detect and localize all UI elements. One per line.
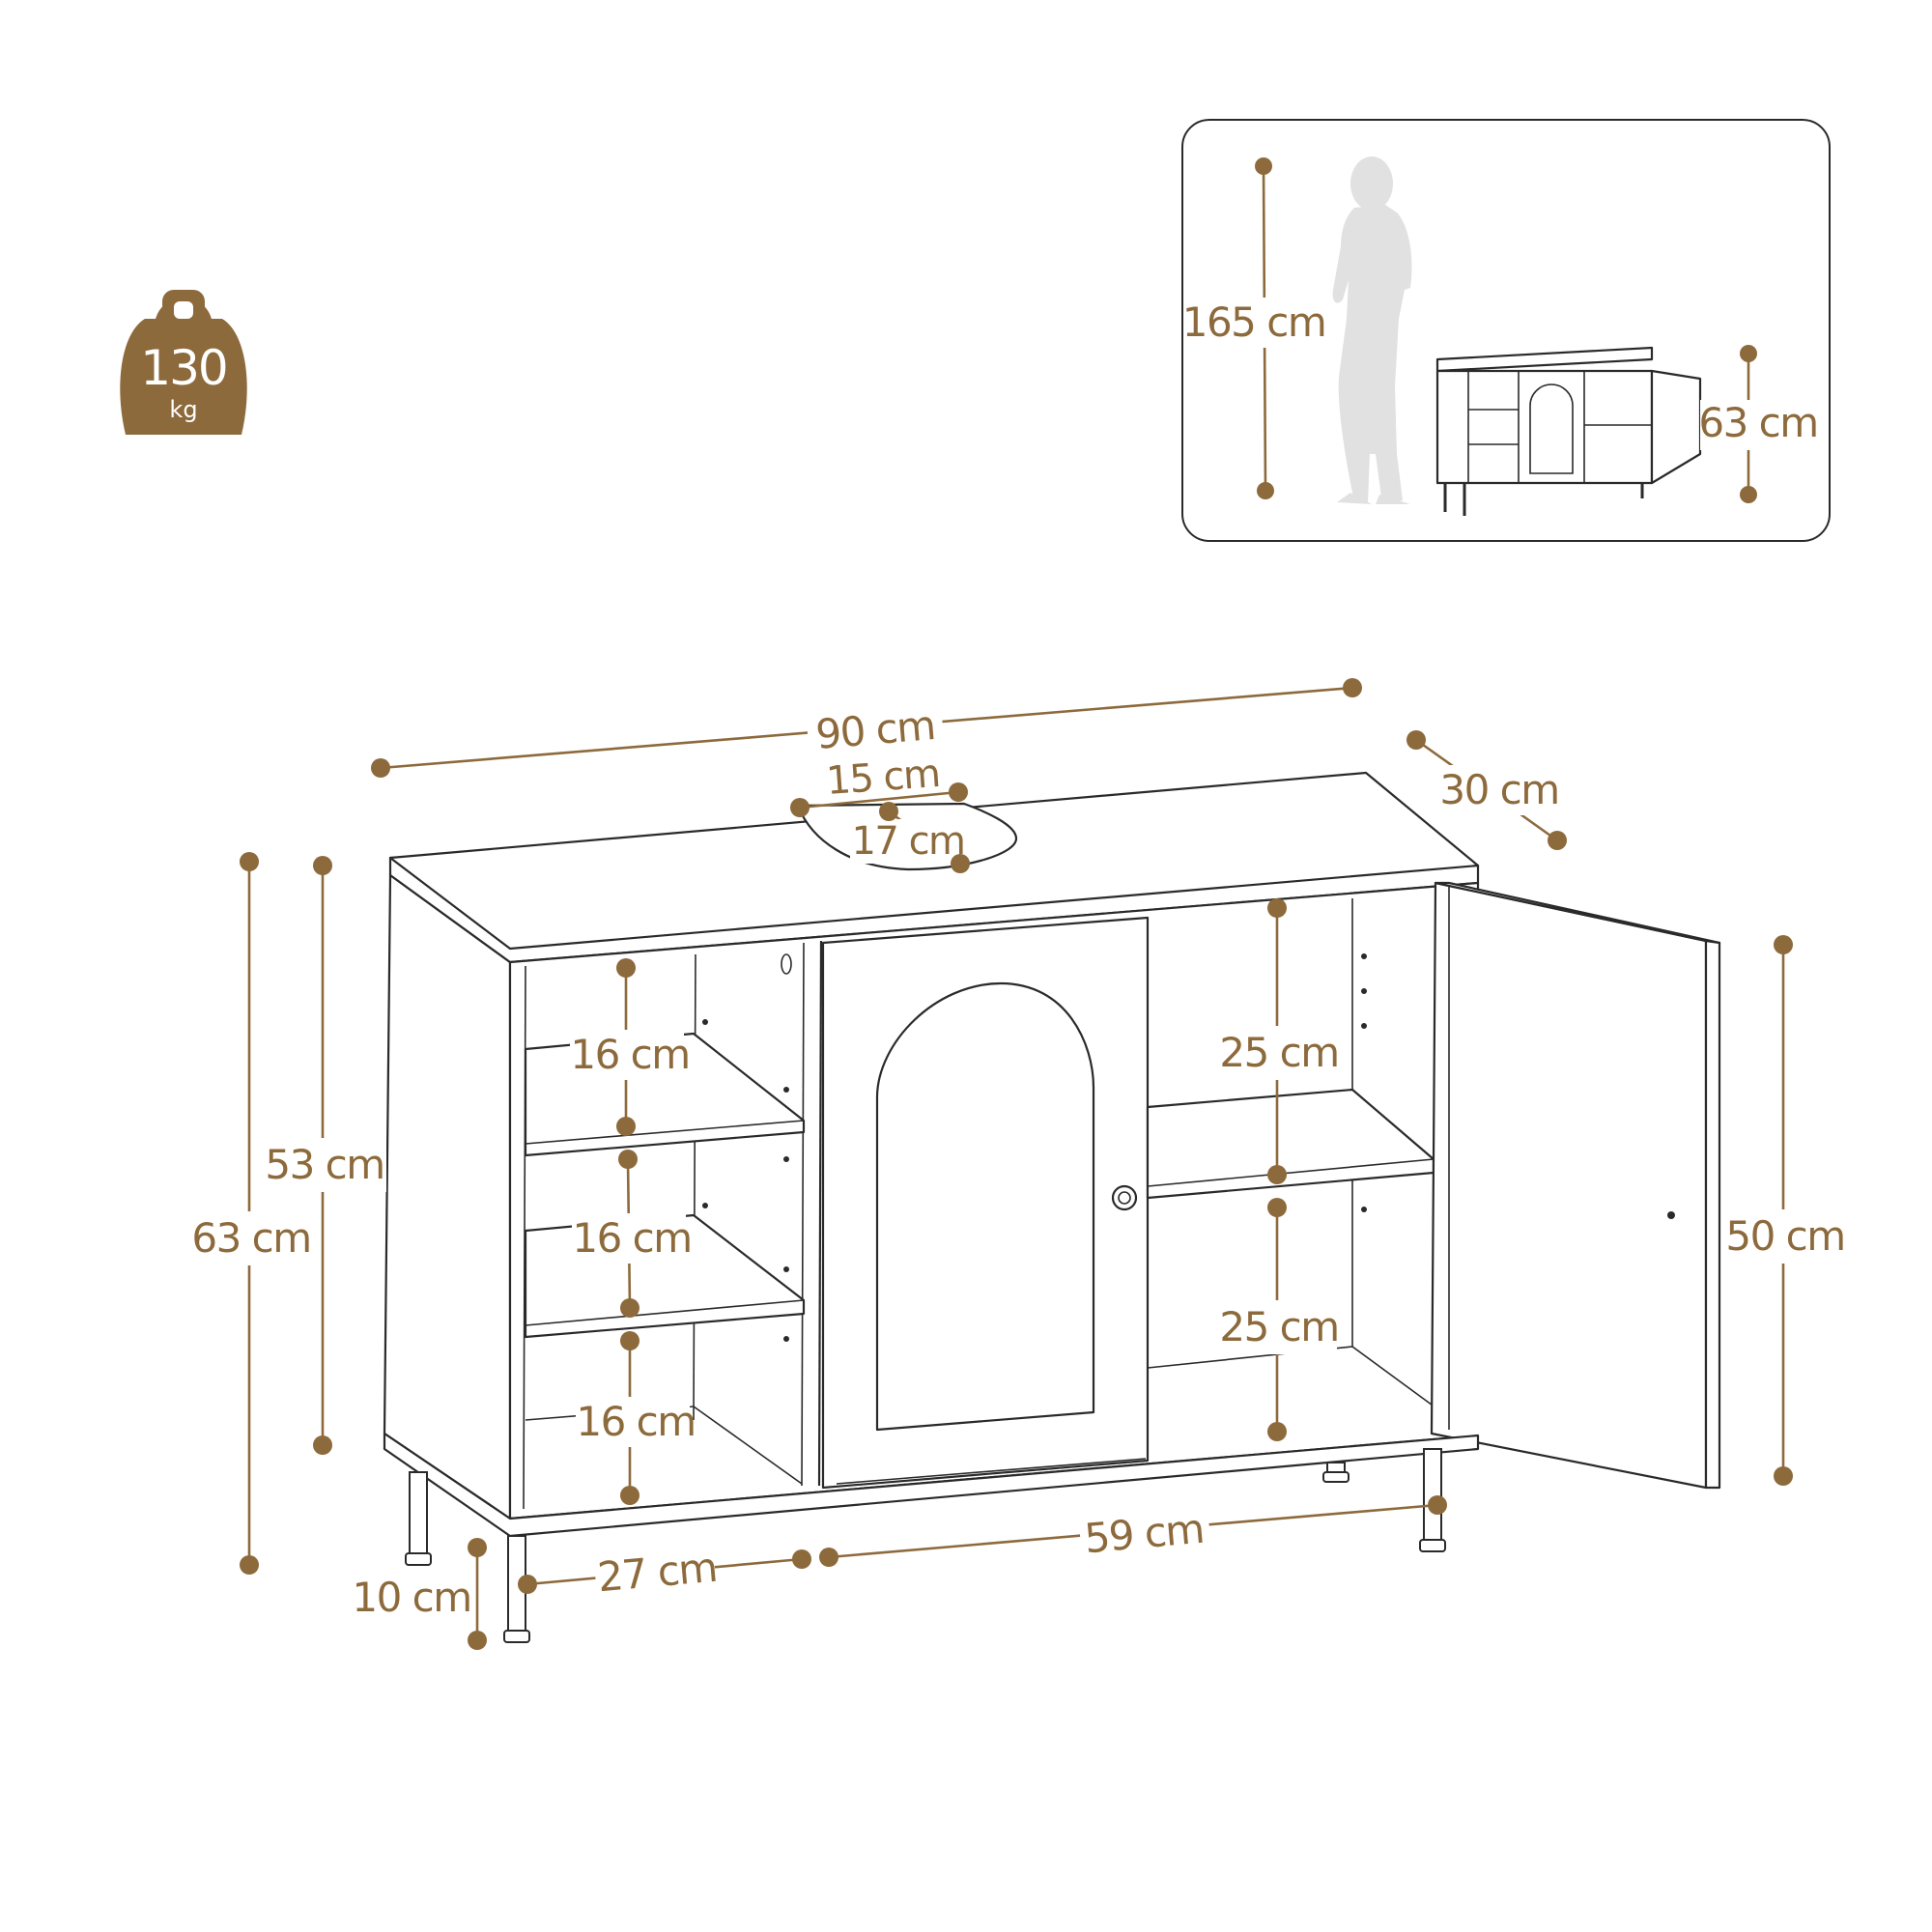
left-shelf-2-label: 16 cm — [572, 1214, 691, 1262]
door-height-label: 50 cm — [1725, 1212, 1844, 1260]
right-shelf-1-dimension: 25 cm — [1219, 898, 1340, 1184]
dimension-endpoint — [1255, 157, 1272, 175]
dimension-endpoint — [618, 1150, 638, 1169]
dimension-endpoint — [879, 802, 898, 821]
dimension-endpoint — [371, 758, 390, 778]
cutout-depth-dimension: 17 cm — [850, 802, 970, 873]
right-section-width-label: 59 cm — [1083, 1505, 1206, 1563]
dimension-endpoint — [1267, 898, 1287, 918]
dimension-endpoint — [1343, 678, 1362, 697]
dimension-endpoint — [949, 782, 968, 802]
dimension-endpoint — [313, 1435, 332, 1455]
weight-unit: kg — [169, 396, 197, 423]
dimension-endpoint — [1267, 1165, 1287, 1184]
inset-cabinet-height-dimension: 63 cm — [1698, 345, 1819, 503]
dimension-endpoint — [951, 854, 970, 873]
person-silhouette-icon — [1332, 156, 1412, 504]
left-shelf-1-label: 16 cm — [570, 1031, 689, 1078]
dimension-endpoint — [792, 1549, 811, 1569]
dimension-endpoint — [819, 1548, 838, 1567]
dimension-annotations: 90 cm 30 cm 15 cm 17 cm — [189, 678, 1846, 1650]
leg-height-dimension: 10 cm — [352, 1538, 487, 1650]
dimension-endpoint — [1774, 1466, 1793, 1486]
leg-height-label: 10 cm — [352, 1574, 470, 1621]
size-comparison-inset: 165 cm 63 cm — [1181, 119, 1831, 542]
body-height-label: 53 cm — [265, 1141, 384, 1188]
cabinet-base — [383, 1432, 1480, 1643]
left-side-panel — [383, 873, 512, 1520]
dimension-endpoint — [790, 798, 810, 817]
dimension-endpoint — [1257, 482, 1274, 499]
width-dimension: 90 cm — [371, 678, 1362, 778]
inset-frame — [1181, 119, 1831, 542]
arched-glass-window — [875, 981, 1095, 1432]
dimension-endpoint — [1406, 730, 1426, 750]
right-shelf-2-dimension: 25 cm — [1219, 1198, 1340, 1441]
open-right-door[interactable] — [1430, 881, 1721, 1490]
dimension-endpoint — [616, 958, 636, 978]
dimension-endpoint — [620, 1486, 639, 1505]
weight-badge: 130 kg — [120, 290, 247, 435]
dimension-endpoint — [468, 1538, 487, 1557]
dimension-endpoint — [1428, 1495, 1447, 1515]
leg — [1322, 1462, 1350, 1483]
dimension-endpoint — [620, 1331, 639, 1350]
dimension-endpoint — [1548, 831, 1567, 850]
leg — [405, 1471, 432, 1566]
weight-value: 130 — [140, 340, 226, 396]
depth-dimension: 30 cm — [1406, 730, 1567, 850]
cutout-width-dimension: 15 cm — [790, 752, 968, 817]
depth-label: 30 cm — [1439, 766, 1558, 813]
dimension-endpoint — [1740, 345, 1757, 362]
right-shelf-2-label: 25 cm — [1219, 1303, 1338, 1350]
center-door[interactable] — [821, 916, 1150, 1490]
cutout-depth-label: 17 cm — [851, 819, 964, 864]
cutout-width-label: 15 cm — [825, 752, 941, 804]
dimension-endpoint — [1774, 935, 1793, 954]
dimension-endpoint — [468, 1631, 487, 1650]
dimension-endpoint — [616, 1117, 636, 1136]
cabinet-drawing — [383, 771, 1721, 1643]
dimension-endpoint — [620, 1298, 639, 1318]
total-height-label: 63 cm — [191, 1214, 310, 1262]
dimension-endpoint — [313, 856, 332, 875]
total-height-dimension: 63 cm — [189, 852, 312, 1575]
dimension-endpoint — [1267, 1198, 1287, 1217]
dimension-endpoint — [1267, 1422, 1287, 1441]
dimension-endpoint — [240, 1555, 259, 1575]
right-shelf-compartment — [1146, 898, 1440, 1461]
door-height-dimension: 50 cm — [1725, 935, 1846, 1486]
mini-cabinet — [1435, 346, 1702, 516]
leg — [503, 1535, 530, 1643]
right-section-width-dimension: 59 cm — [819, 1495, 1447, 1567]
right-shelf-1-label: 25 cm — [1219, 1029, 1338, 1076]
door-knob[interactable] — [1111, 1184, 1138, 1211]
left-shelf-2-dimension: 16 cm — [572, 1150, 693, 1318]
body-height-dimension: 53 cm — [265, 856, 386, 1455]
left-compartment-width-label: 27 cm — [596, 1544, 719, 1602]
left-shelf-1-dimension: 16 cm — [570, 958, 691, 1136]
inset-cabinet-height-label: 63 cm — [1698, 399, 1817, 446]
person-height-dimension: 165 cm — [1182, 157, 1333, 499]
dimension-endpoint — [1740, 486, 1757, 503]
dimension-endpoint — [240, 852, 259, 871]
left-compartment-width-dimension: 27 cm — [518, 1540, 811, 1602]
person-height-label: 165 cm — [1182, 298, 1326, 346]
weight-icon — [120, 290, 247, 435]
width-label: 90 cm — [814, 701, 937, 758]
left-shelf-3-dimension: 16 cm — [576, 1331, 696, 1505]
left-shelf-3-label: 16 cm — [576, 1398, 695, 1445]
dimension-endpoint — [518, 1575, 537, 1594]
